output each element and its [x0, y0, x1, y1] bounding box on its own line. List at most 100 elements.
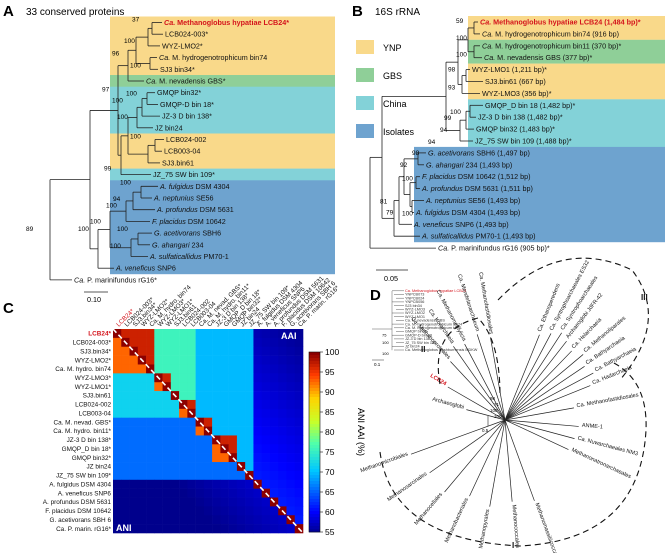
heatmap-cell: [154, 524, 163, 534]
heatmap-cell: [212, 444, 221, 454]
heatmap-cell: [253, 364, 262, 374]
colorbar-segment: [309, 457, 320, 461]
heatmap-cell: [228, 329, 238, 339]
heatmap-row-label: JZ_75 SW bin 109*: [56, 473, 112, 480]
heatmap-cell: [220, 497, 229, 507]
heatmap-cell: [179, 399, 188, 410]
colorbar-segment: [309, 463, 320, 467]
colorbar-segment: [309, 373, 320, 377]
heatmap-cell: [286, 399, 296, 410]
colorbar-segment: [309, 448, 320, 452]
colorbar-segment: [309, 511, 320, 515]
panel-a-leaf: LCB024-002: [166, 135, 206, 144]
heatmap-cell: [170, 337, 180, 348]
heatmap-cell: [253, 426, 262, 436]
panel-b-leaf: Ca. M. hydrogenotrophicum bin11 (370 bp)…: [482, 41, 622, 50]
heatmap-cell: [236, 373, 246, 383]
panel-a-leaf: Ca. M. hydrogenotrophicum bin74: [159, 53, 267, 62]
heatmap-cell: [154, 497, 163, 507]
panel-b-leaf-italic: Ca.: [484, 53, 495, 62]
heatmap-cell: [146, 382, 155, 392]
heatmap-cell: [121, 444, 130, 454]
heatmap-cell: [113, 444, 122, 454]
panel-a-leaf-text: WYZ-LMO2*: [162, 41, 203, 50]
heatmap-cell: [212, 337, 221, 348]
heatmap-cell: [236, 355, 246, 365]
heatmap-cell: [261, 426, 271, 436]
heatmap-cell: [146, 506, 155, 516]
heatmap-cell: [129, 462, 139, 472]
heatmap-cell: [278, 346, 287, 356]
colorbar-segment: [309, 409, 320, 413]
heatmap-cell: [212, 515, 221, 525]
heatmap-cell: [220, 329, 229, 339]
d-branch: [453, 346, 488, 395]
heatmap-cell: [162, 408, 172, 418]
heatmap-cell: [245, 524, 254, 534]
heatmap-cell: [278, 497, 287, 507]
heatmap-cell: [154, 382, 163, 392]
heatmap-cell: [179, 355, 188, 365]
heatmap-cell: [146, 373, 155, 383]
heatmap-cell: [294, 435, 304, 445]
colorbar-segment: [309, 493, 320, 497]
colorbar-outline: [308, 351, 321, 533]
clade-outline-i: [379, 361, 647, 547]
panel-a-bootstraps: 3710096100100100100971009910094100100100…: [26, 17, 141, 250]
heatmap-cell: [286, 364, 296, 374]
heatmap-cell: [121, 470, 130, 481]
heatmap-cell: [236, 408, 246, 418]
heatmap-row-label: JZ bin24: [86, 464, 111, 471]
heatmap-cell: [170, 524, 180, 534]
panel-a-leaf-text: LCB024-002: [166, 135, 206, 144]
panel-a-leaf-text: PM70-1: [202, 252, 229, 261]
heatmap-row-label: Ca. P. marin. rG16*: [56, 526, 111, 533]
d-branch: [530, 421, 579, 427]
heatmap-cell: [179, 497, 188, 507]
heatmap-cell: [187, 417, 196, 427]
heatmap-cell: [286, 329, 296, 339]
heatmap-cell: [278, 408, 287, 418]
colorbar-segment: [309, 445, 320, 449]
heatmap-cell: [121, 488, 130, 498]
heatmap-cell: [146, 355, 155, 365]
heatmap-cell: [113, 515, 122, 525]
panel-a-leaf-italic: A. veneficus: [115, 264, 156, 273]
colorbar-segment: [309, 478, 320, 482]
colorbar-segment: [309, 496, 320, 500]
heatmap-cell: [203, 373, 213, 383]
heatmap-cell: [195, 462, 205, 472]
panel-a-bootstrap: 97: [102, 87, 110, 94]
heatmap-cell: [154, 399, 163, 410]
heatmap-cell: [137, 453, 147, 463]
heatmap-cell: [187, 346, 196, 356]
heatmap-cell: [137, 373, 147, 383]
inset-leaf: Ca. M. nevadense GBS: [405, 319, 445, 323]
heatmap-cell: [121, 329, 130, 339]
heatmap-cell: [236, 417, 246, 427]
colorbar-segment: [309, 514, 320, 518]
heatmap-cell: [137, 329, 147, 339]
panel-b-leaf: WYZ-LMO3 (356 bp)*: [482, 89, 552, 98]
heatmap-cell: [261, 515, 271, 525]
panel-a-leaf: GMQP bin32*: [157, 88, 201, 97]
d-branch: [534, 385, 591, 409]
heatmap-cell: [253, 488, 262, 498]
panel-b-leaf-italic: Ca.: [482, 41, 493, 50]
colorbar-segment: [309, 523, 320, 527]
colorbar-tick-label: 55: [325, 527, 335, 537]
heatmap-cell: [146, 391, 155, 401]
heatmap-cell: [121, 364, 130, 374]
d-branch: [504, 400, 534, 421]
heatmap-cell: [245, 497, 254, 507]
heatmap-cell: [137, 337, 147, 348]
panel-a-band-china: [110, 86, 335, 134]
panel-b-leaf-text: SE56 (1,493 bp): [466, 196, 520, 205]
d-branch: [529, 407, 574, 417]
d-branch: [504, 396, 533, 421]
heatmap-cell: [129, 506, 139, 516]
d-branch: [504, 419, 508, 449]
heatmap-cell: [278, 515, 287, 525]
heatmap-cell: [294, 391, 304, 401]
